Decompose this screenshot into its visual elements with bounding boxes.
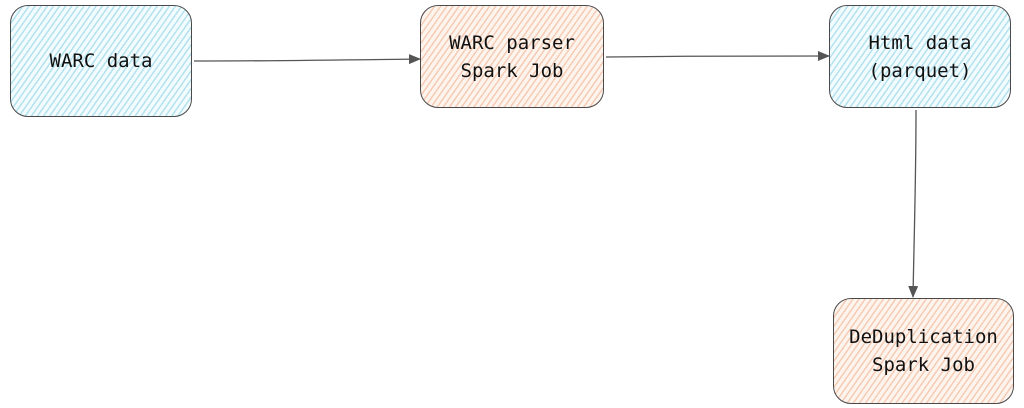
node-warc-data[interactable]: WARC data xyxy=(10,5,192,117)
arrow-warc-data-to-parser xyxy=(193,54,421,65)
node-html-data-parquet[interactable]: Html data (parquet) xyxy=(829,5,1011,108)
arrow-html-data-to-dedup xyxy=(908,109,919,298)
node-deduplication-spark-job[interactable]: DeDuplication Spark Job xyxy=(833,298,1014,404)
node-warc-parser-spark-job[interactable]: WARC parser Spark Job xyxy=(420,5,604,108)
arrow-parser-to-html-data xyxy=(605,51,830,62)
